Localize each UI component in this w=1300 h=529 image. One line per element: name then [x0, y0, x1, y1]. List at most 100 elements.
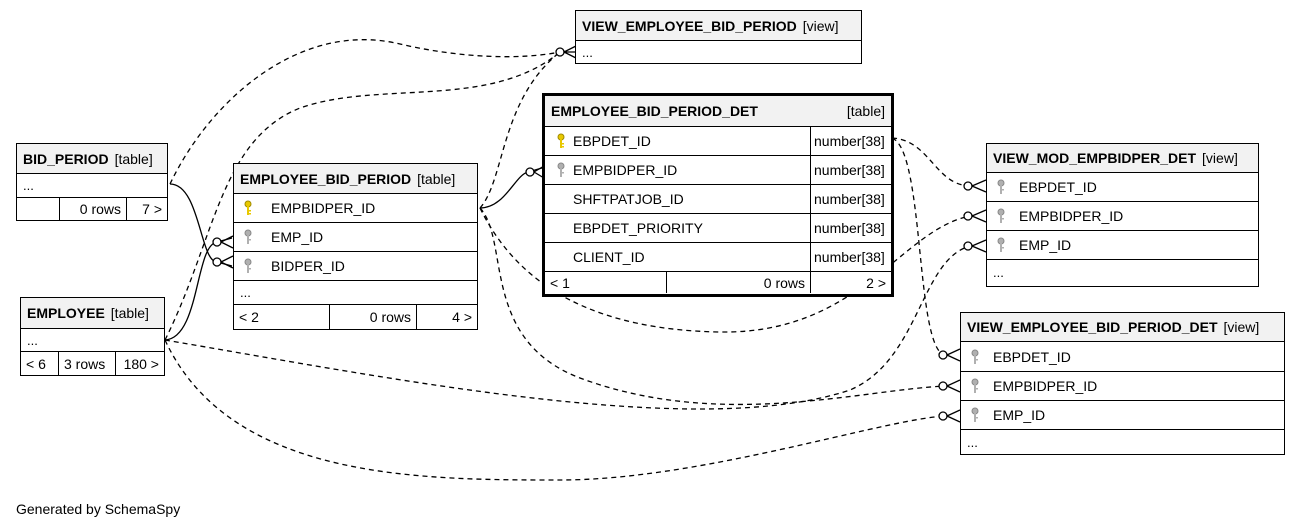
foreign-key-icon [244, 229, 252, 244]
column-name: EMP_ID [1019, 237, 1072, 253]
column-row[interactable]: BIDPER_ID [234, 251, 477, 280]
edge-end-circle [963, 241, 973, 251]
table-name: EMPLOYEE_BID_PERIOD_DET [551, 103, 758, 119]
row-count: 3 rows [64, 355, 106, 372]
table-kind: [view] [1202, 150, 1238, 166]
edge-employee-ebp [164, 237, 233, 341]
column-row[interactable]: EBPDET_PRIORITY number[38] [545, 213, 891, 242]
column-row[interactable]: EMPBIDPER_ID [234, 193, 477, 222]
parents-link[interactable]: < 1 [550, 274, 570, 291]
column-name: BIDPER_ID [271, 258, 345, 274]
edge-ebp-view [479, 51, 561, 209]
more-columns-row: ... [961, 429, 1284, 454]
children-link[interactable]: 180 > [123, 355, 159, 372]
column-type: number[38] [814, 162, 885, 178]
stats-row: < 1 0 rows 2 > [545, 271, 891, 293]
crowfoot [563, 45, 577, 59]
crowfoot [946, 379, 961, 393]
foreign-key-icon [971, 378, 979, 393]
edge-end-circle [963, 211, 973, 221]
more-columns-row: ... [234, 280, 477, 304]
edge-ebpdet-modview [891, 137, 971, 187]
table-kind: [table] [110, 305, 149, 321]
table-name: BID_PERIOD [23, 150, 109, 167]
table-employee-bid-period-det[interactable]: EMPLOYEE_BID_PERIOD_DET [table] EBPDET_I… [542, 93, 894, 297]
edge-employee-detview [164, 339, 946, 481]
more-columns-row: ... [17, 173, 167, 197]
foreign-key-icon [997, 208, 1005, 223]
edge-end-circle [555, 47, 565, 57]
column-row[interactable]: EMP_ID [987, 230, 1258, 259]
column-row[interactable]: EBPDET_ID number[38] [545, 126, 891, 155]
more-columns-row: ... [987, 259, 1258, 284]
table-employee-bid-period[interactable]: EMPLOYEE_BID_PERIOD [table] EMPBIDPER_ID… [233, 163, 478, 330]
column-row[interactable]: EMPBIDPER_ID [987, 201, 1258, 230]
crowfoot [971, 239, 987, 253]
table-view-employee-bid-period-det[interactable]: VIEW_EMPLOYEE_BID_PERIOD_DET [view] EBPD… [960, 312, 1285, 455]
table-header: VIEW_EMPLOYEE_BID_PERIOD_DET [view] [961, 313, 1284, 341]
table-header: EMPLOYEE_BID_PERIOD [table] [234, 164, 477, 193]
foreign-key-icon [557, 162, 565, 177]
edge-end-circle [525, 167, 535, 177]
foreign-key-icon [997, 237, 1005, 252]
edge-ebpdet-detview [891, 137, 946, 356]
column-row[interactable]: CLIENT_ID number[38] [545, 242, 891, 271]
table-kind: [view] [1223, 319, 1260, 335]
edge-end-circle [938, 350, 948, 360]
table-view-mod-empbidper-det[interactable]: VIEW_MOD_EMPBIDPER_DET [view] EBPDET_ID … [986, 143, 1259, 287]
table-kind: [table] [114, 150, 153, 167]
edge-end-circle [212, 237, 222, 247]
table-name: VIEW_EMPLOYEE_BID_PERIOD_DET [967, 319, 1218, 335]
parents-link[interactable]: < 2 [239, 309, 259, 325]
stats-row: < 2 0 rows 4 > [234, 304, 477, 329]
column-row[interactable]: EBPDET_ID [987, 172, 1258, 201]
edge-end-circle [963, 181, 973, 191]
table-header: EMPLOYEE_BID_PERIOD_DET [table] [545, 96, 891, 126]
table-name: VIEW_MOD_EMPBIDPER_DET [993, 150, 1197, 166]
crowfoot [946, 409, 961, 423]
crowfoot [220, 255, 234, 269]
table-kind: [view] [802, 17, 839, 34]
crowfoot [971, 209, 987, 223]
column-name: EBPDET_PRIORITY [573, 220, 703, 236]
table-view-employee-bid-period[interactable]: VIEW_EMPLOYEE_BID_PERIOD [view] ... [575, 10, 862, 64]
column-name: EMPBIDPER_ID [1019, 208, 1124, 224]
column-name: SHFTPATJOB_ID [573, 191, 684, 207]
row-count: 0 rows [763, 274, 805, 291]
edge-bidperiod-view [169, 39, 561, 185]
children-link[interactable]: 2 > [866, 274, 886, 291]
table-employee[interactable]: EMPLOYEE [table] ... < 6 3 rows 180 > [20, 297, 165, 376]
column-row[interactable]: EMPBIDPER_ID [961, 371, 1284, 400]
column-name: EBPDET_ID [1019, 179, 1097, 195]
table-header: VIEW_MOD_EMPBIDPER_DET [view] [987, 144, 1258, 172]
primary-key-icon [244, 200, 252, 215]
edge-employee-modview [164, 245, 971, 410]
column-row[interactable]: SHFTPATJOB_ID number[38] [545, 184, 891, 213]
column-row[interactable]: EMPBIDPER_ID number[38] [545, 155, 891, 184]
column-row[interactable]: EMP_ID [234, 222, 477, 251]
children-link[interactable]: 4 > [452, 309, 472, 325]
generated-by-footer: Generated by SchemaSpy [16, 501, 181, 517]
column-row[interactable]: EBPDET_ID [961, 341, 1284, 371]
column-type: number[38] [814, 191, 885, 207]
edge-ebp-detview-empbidper [479, 207, 946, 406]
table-bid-period[interactable]: BID_PERIOD [table] ... 0 rows 7 > [16, 143, 168, 221]
column-type: number[38] [814, 133, 885, 149]
crowfoot [946, 348, 961, 362]
column-name: EMP_ID [271, 229, 324, 245]
parents-link[interactable]: < 6 [26, 355, 46, 372]
column-name: EBPDET_ID [573, 133, 651, 149]
table-name: EMPLOYEE [27, 305, 105, 321]
table-header: BID_PERIOD [table] [17, 144, 167, 173]
column-name: EMPBIDPER_ID [573, 162, 678, 178]
column-type: number[38] [814, 249, 885, 265]
foreign-key-icon [971, 349, 979, 364]
edge-ebp-modview-empbidper [479, 207, 971, 333]
children-link[interactable]: 7 > [142, 201, 162, 217]
edge-end-circle [938, 411, 948, 421]
primary-key-icon [557, 133, 565, 148]
column-name: CLIENT_ID [573, 249, 645, 265]
table-name: EMPLOYEE_BID_PERIOD [240, 170, 412, 187]
stats-row: 0 rows 7 > [17, 197, 167, 220]
column-row[interactable]: EMP_ID [961, 400, 1284, 429]
